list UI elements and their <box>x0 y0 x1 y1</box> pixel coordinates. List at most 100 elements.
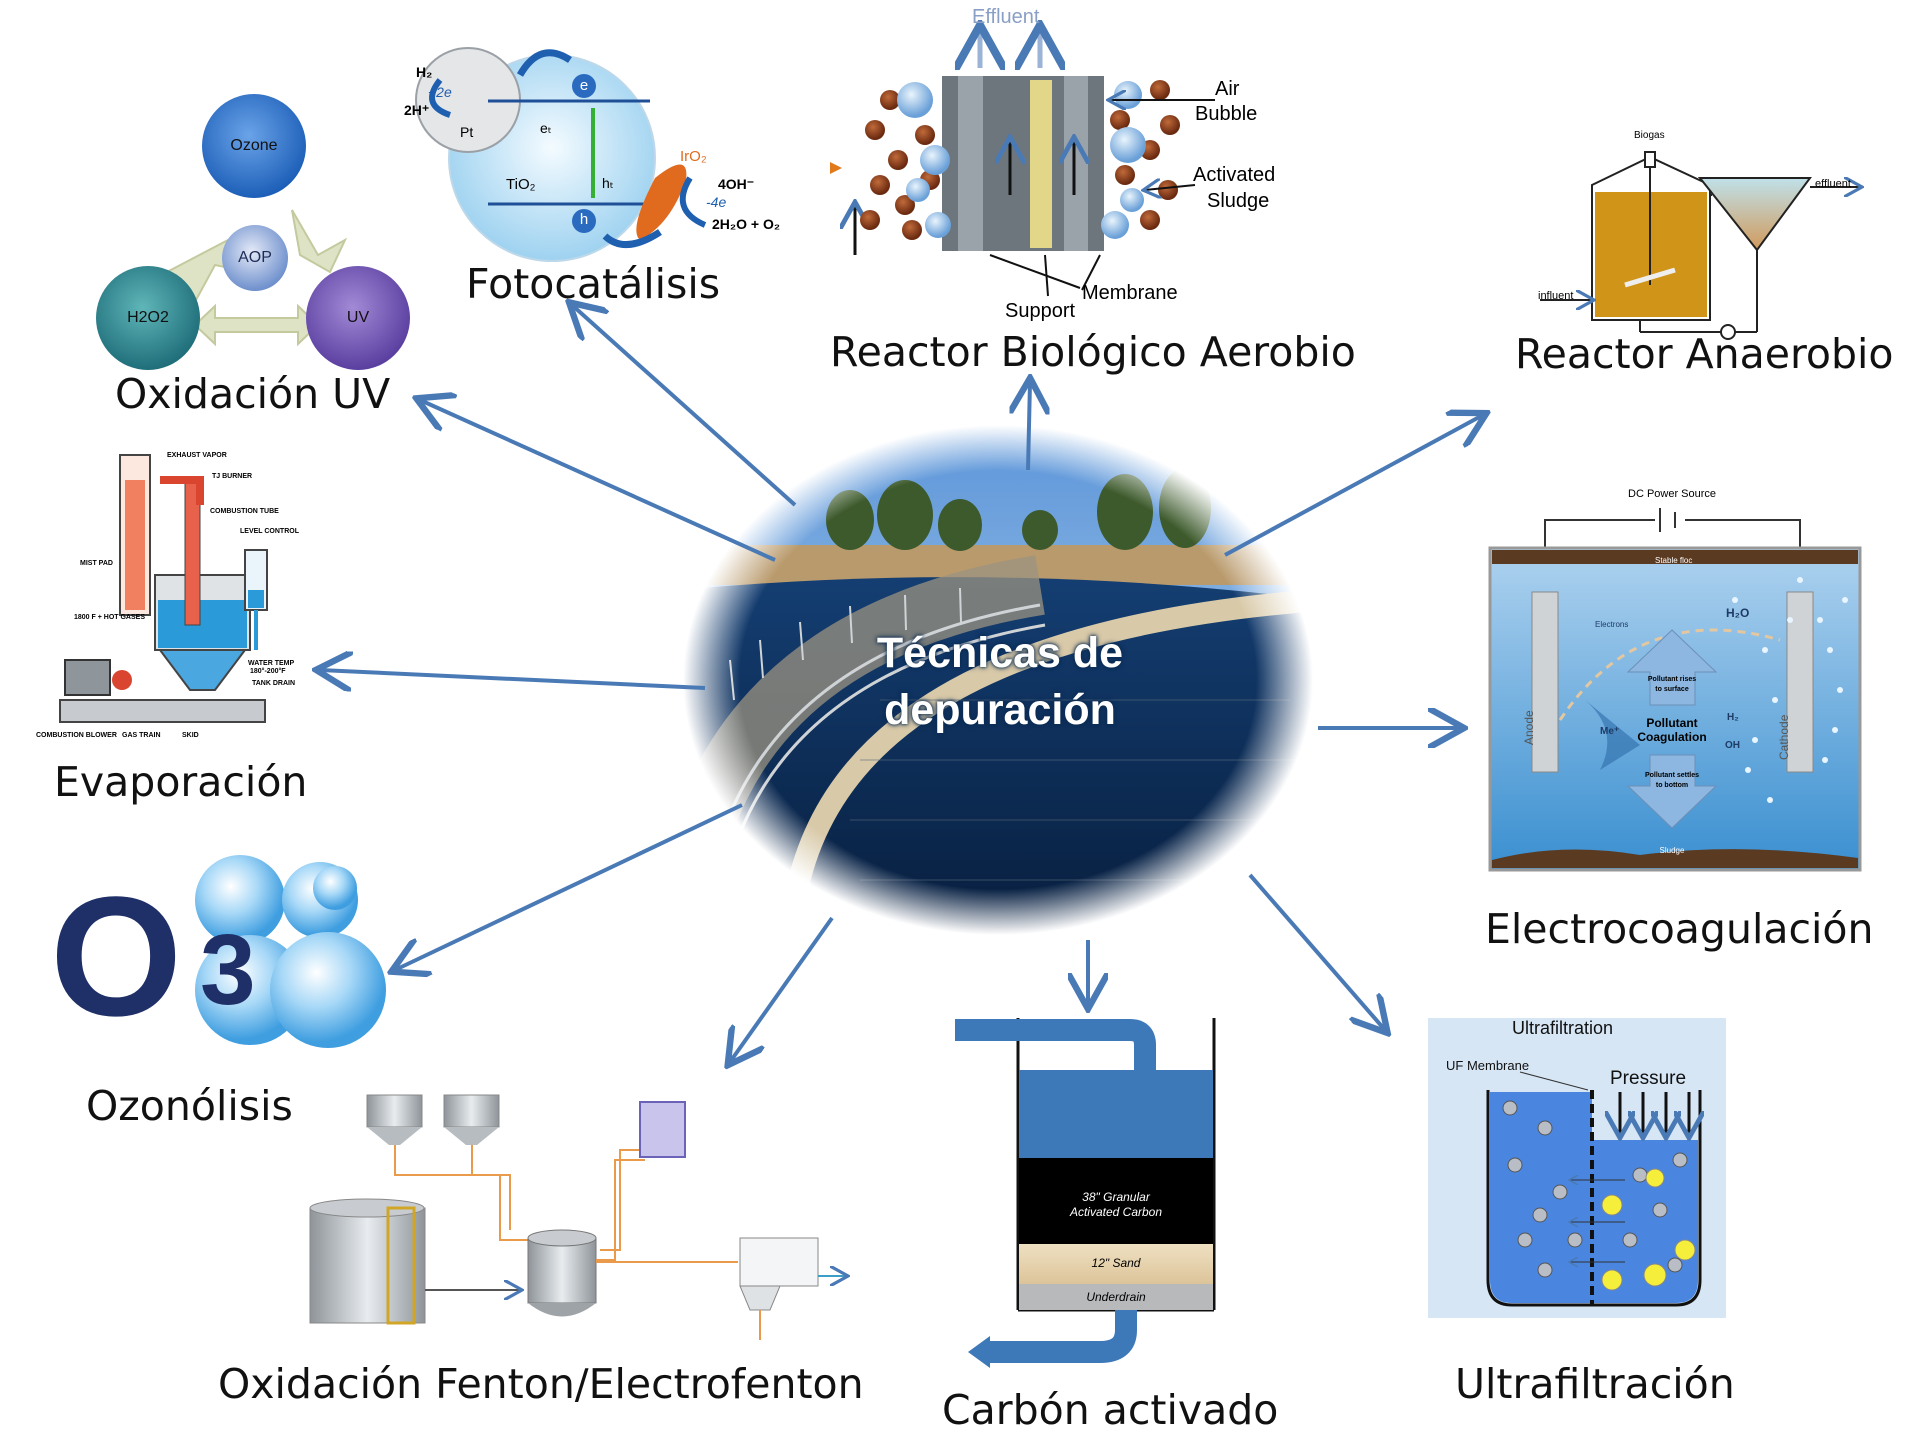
label-ultrafiltracion: Ultrafiltración <box>1455 1360 1735 1408</box>
label-oxidacion-uv: Oxidación UV <box>115 370 391 418</box>
label-fotocatalisis: Fotocatálisis <box>466 260 721 308</box>
photo-water-label: 2H₂O + O₂ <box>712 216 781 232</box>
electro-h2-label: H₂ <box>1727 712 1739 723</box>
photo-4oh-label: 4OH⁻ <box>718 176 755 192</box>
anaerobic-reactor-diagram <box>1540 151 1860 340</box>
evap-mist-label: MIST PAD <box>80 560 113 567</box>
electro-coag-label: Coagulation <box>1637 730 1707 744</box>
carbon-sand-label: 12" Sand <box>1091 1256 1141 1270</box>
evap-burner-label: TJ BURNER <box>212 473 253 480</box>
electro-pollutant-label: Pollutant <box>1646 716 1698 730</box>
arrow-to-fenton <box>730 916 834 1062</box>
aop-uv-label: UV <box>346 309 370 326</box>
label-fenton: Oxidación Fenton/Electrofenton <box>218 1360 864 1408</box>
evap-gases-label: 1800 F + HOT GASES <box>74 614 145 621</box>
arrow-to-fotocatalisis <box>572 305 797 507</box>
ozone-logo-o: O <box>50 862 183 1052</box>
electro-settles-label: Pollutant settles <box>1644 772 1700 779</box>
evaporation-diagram <box>59 454 268 723</box>
uf-pressure-label: Pressure <box>1610 1068 1687 1089</box>
uf-membrane-label: UF Membrane <box>1446 1058 1530 1073</box>
ozone-logo-3: 3 <box>200 914 256 1026</box>
photocatalysis-diagram <box>415 47 707 262</box>
aerobic-support-label: Support <box>1005 300 1076 322</box>
photo-e-label: e <box>579 77 589 94</box>
photo-ht-label: hₜ <box>602 175 614 191</box>
photo-tio2-label: TiO₂ <box>506 176 536 193</box>
electro-electrons-label: Electrons <box>1595 620 1629 629</box>
electro-power-label: DC Power Source <box>1628 488 1717 500</box>
label-ozonolisis: Ozonólisis <box>86 1082 293 1130</box>
label-electrocoagulacion: Electrocoagulación <box>1485 905 1874 953</box>
photo-plus2e-label: +2e <box>428 84 452 100</box>
arrow-to-ultrafiltracion <box>1248 873 1385 1030</box>
aerobic-activated-label: Activated <box>1193 164 1276 186</box>
electro-rises2-label: to surface <box>1655 686 1689 693</box>
electro-rises-label: Pollutant rises <box>1647 676 1697 683</box>
carbon-granular2-label: Activated Carbon <box>1069 1205 1163 1219</box>
arrow-to-reactor-aerobio <box>1028 382 1030 471</box>
center-pond-image <box>650 425 1321 961</box>
anaerobic-influent-label: influent <box>1538 290 1574 302</box>
arrow-to-oxidacion-uv <box>420 400 776 562</box>
electrocoagulation-diagram <box>1488 508 1862 872</box>
anaerobic-effluent-label: effluent <box>1815 178 1851 190</box>
label-carbon-activado: Carbón activado <box>942 1386 1279 1434</box>
evap-tube-label: COMBUSTION TUBE <box>210 508 279 515</box>
uf-title-label: Ultrafiltration <box>1512 1018 1614 1038</box>
photo-minus4e-label: -4e <box>706 194 727 210</box>
aop-center-label: AOP <box>238 249 272 266</box>
anaerobic-biogas-label: Biogas <box>1634 130 1665 141</box>
arrow-to-reactor-anaerobio <box>1224 415 1483 557</box>
fenton-plant-diagram <box>309 1094 846 1340</box>
ultrafiltration-diagram <box>1428 1018 1726 1318</box>
arrow-to-ozonolisis <box>395 803 743 970</box>
photo-iro2-label: IrO₂ <box>680 148 707 165</box>
aerobic-reactor-diagram <box>830 30 1215 297</box>
electro-settles2-label: to bottom <box>1655 782 1689 789</box>
evap-gas-label: GAS TRAIN <box>122 732 161 739</box>
electro-h2o-label: H₂O <box>1726 606 1750 620</box>
evap-water2-label: 180°-200°F <box>250 668 286 675</box>
evap-blower-label: COMBUSTION BLOWER <box>36 732 117 739</box>
center-title-line1: Técnicas de <box>876 629 1124 677</box>
carbon-granular1-label: 38" Granular <box>1082 1190 1150 1204</box>
evap-exhaust-label: EXHAUST VAPOR <box>167 452 227 459</box>
aerobic-effluent-label: Effluent <box>972 6 1040 28</box>
aop-h2o2-label: H2O2 <box>127 309 169 326</box>
evap-drain-label: TANK DRAIN <box>252 680 296 687</box>
electro-anode-label: Anode <box>1522 710 1536 745</box>
connector-arrows <box>320 305 1483 1062</box>
electro-oh-label: OH <box>1725 740 1740 751</box>
photo-h2-label: H₂ <box>416 64 433 80</box>
photo-h-label: h <box>579 211 589 228</box>
aop-diagram <box>96 94 410 370</box>
carbon-column-diagram <box>955 1018 1216 1368</box>
ozone-logo <box>168 855 386 1048</box>
electro-me-label: Me⁺ <box>1600 726 1620 737</box>
h2o2-circle <box>96 266 200 370</box>
aerobic-membrane-label: Membrane <box>1082 282 1178 304</box>
uv-circle <box>306 266 410 370</box>
electro-cathode-label: Cathode <box>1777 714 1791 760</box>
label-evaporacion: Evaporación <box>54 758 308 806</box>
aerobic-sludge-label: Sludge <box>1207 190 1270 212</box>
electro-stable-label: Stable floc <box>1655 556 1693 565</box>
label-reactor-aerobio: Reactor Biológico Aerobio <box>830 328 1356 376</box>
arrow-to-evaporacion <box>320 670 706 688</box>
electro-sludge-label: Sludge <box>1659 846 1685 855</box>
aerobic-air-label: Air <box>1215 78 1240 100</box>
ozone-circle <box>202 94 306 198</box>
center-title: Técnicas de depuración <box>877 625 1123 739</box>
center-title-line2: depuración <box>884 686 1116 734</box>
aerobic-bubble-label: Bubble <box>1195 103 1258 125</box>
evap-level-label: LEVEL CONTROL <box>240 528 299 535</box>
aop-ozone-label: Ozone <box>230 137 278 154</box>
photo-2h-label: 2H⁺ <box>404 102 430 118</box>
evap-skid-label: SKID <box>182 732 199 739</box>
evap-water-label: WATER TEMP <box>248 660 295 667</box>
photo-pt-label: Pt <box>460 124 474 140</box>
photo-et-label: eₜ <box>540 120 552 136</box>
carbon-underdrain-label: Underdrain <box>1086 1290 1146 1304</box>
